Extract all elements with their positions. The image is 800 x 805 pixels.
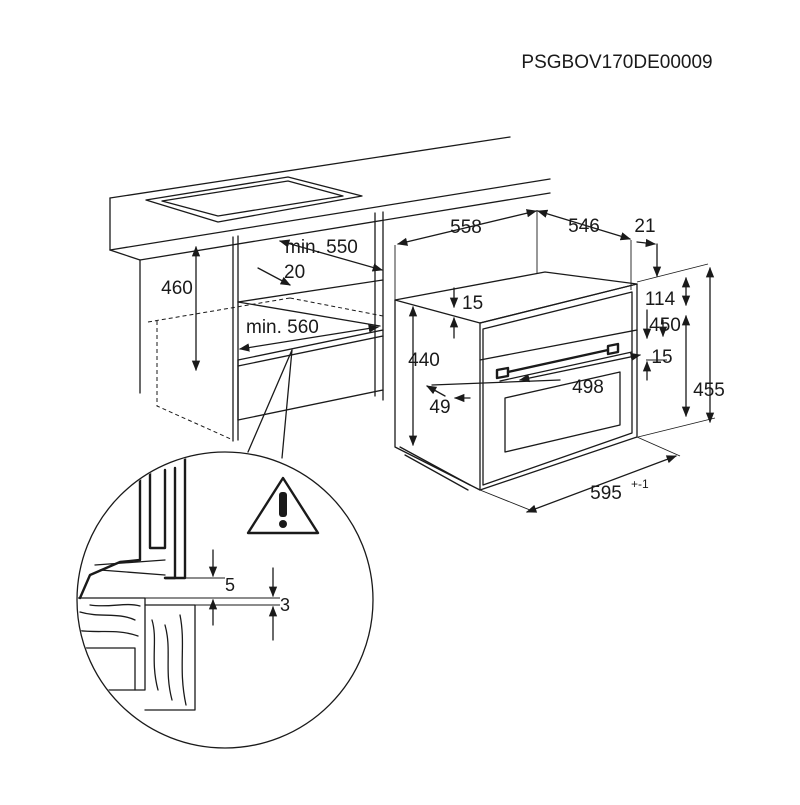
detail-dimension-lines (145, 549, 280, 641)
product-code: PSGBOV170DE00009 (521, 52, 712, 73)
detail-callout (76, 349, 374, 749)
height-114-label: 114 (645, 289, 676, 310)
width-498-label: 498 (572, 377, 604, 398)
top-15-label: 15 (462, 293, 483, 314)
tolerance-label: +-1 (631, 477, 649, 491)
min-width-label: min. 560 (246, 317, 319, 338)
oven-height-440-label: 440 (408, 350, 440, 371)
gap-3-label: 3 (280, 595, 290, 615)
cabinet-height-label: 460 (161, 278, 193, 299)
gap-5-label: 5 (225, 575, 235, 595)
min-depth-label: min. 550 (285, 237, 358, 258)
width-595-label: 595 (590, 483, 622, 504)
hob (145, 176, 363, 223)
oven-dimension-lines (396, 209, 715, 513)
gap-20-label: 20 (284, 262, 305, 283)
detail-section (78, 453, 196, 711)
gap-15-label: 15 (651, 347, 672, 368)
height-455-label: 455 (693, 380, 725, 401)
warning-triangle-icon (246, 476, 320, 535)
cabinet-dimension-lines (191, 239, 384, 372)
offset-49-label: 49 (429, 397, 450, 418)
height-450-label: 450 (649, 315, 681, 336)
oven-depth-558-label: 558 (450, 217, 482, 238)
oven-depth-546-label: 546 (568, 216, 600, 237)
front-21-label: 21 (634, 216, 655, 237)
worktop (109, 136, 551, 261)
